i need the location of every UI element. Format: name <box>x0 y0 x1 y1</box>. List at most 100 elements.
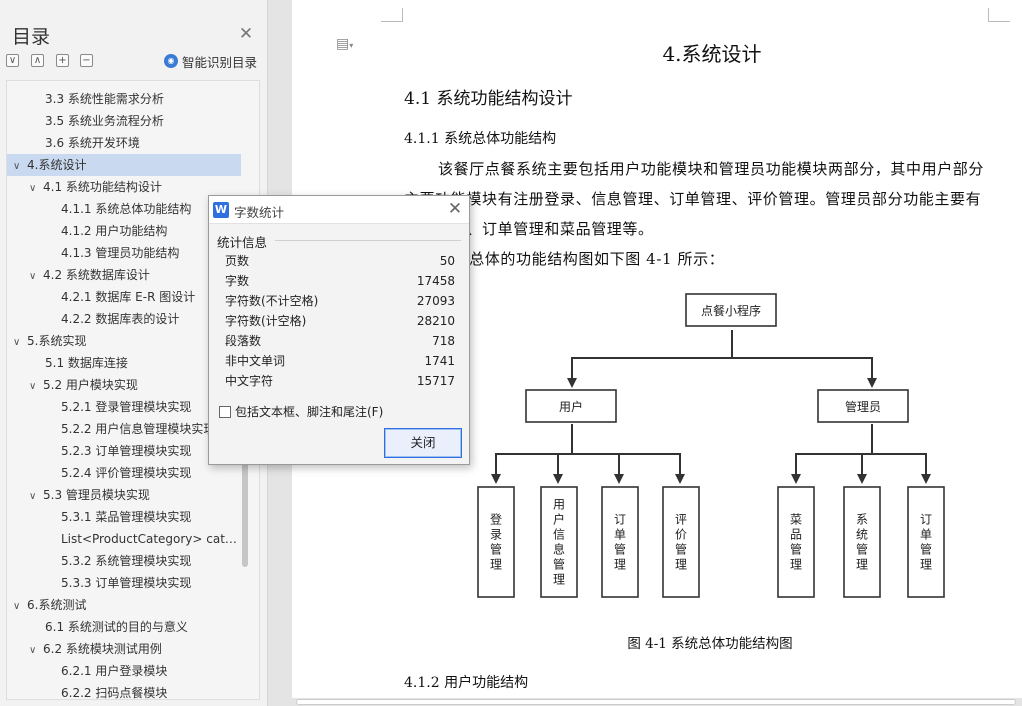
toc-item-label: 3.3 系统性能需求分析 <box>45 92 164 106</box>
diagram-leaf-node: 系统管理 <box>856 513 868 572</box>
toc-item-label: 6.1 系统测试的目的与意义 <box>45 620 188 634</box>
smart-toc-icon: ◉ <box>164 54 178 68</box>
stat-value: 15717 <box>416 374 455 388</box>
toc-title: 目录 <box>12 26 51 48</box>
toc-scrollbar[interactable] <box>242 462 248 567</box>
toc-item-label: 5.2 用户模块实现 <box>43 378 138 392</box>
toc-item[interactable]: ∨ 4.1 系统功能结构设计 <box>7 176 239 198</box>
heading-function-structure: 4.1 系统功能结构设计 <box>404 89 573 109</box>
toc-item-label: 5.系统实现 <box>27 334 87 348</box>
diagram-admin-node: 管理员 <box>845 399 881 414</box>
page-corner-right <box>988 8 1010 22</box>
toc-item-label: 4.2.1 数据库 E-R 图设计 <box>61 290 196 304</box>
toc-expand-icon[interactable]: ∨ <box>13 161 21 172</box>
stat-value: 28210 <box>416 314 455 328</box>
toc-item[interactable]: 6.1 系统测试的目的与意义 <box>7 616 239 638</box>
toc-item[interactable]: 4.1.3 管理员功能结构 <box>7 242 239 264</box>
paragraph-overview: 该餐厅点餐系统主要包括用户功能模块和管理员功能模块两部分，其中用户部分主要功能模… <box>404 160 985 238</box>
diagram-user-node: 用户 <box>559 399 583 414</box>
close-button[interactable]: 关闭 <box>384 428 462 458</box>
toc-item[interactable]: 4.1.1 系统总体功能结构 <box>7 198 239 220</box>
toc-item[interactable]: 4.2.1 数据库 E-R 图设计 <box>7 286 239 308</box>
remove-heading-icon[interactable]: − <box>80 54 93 67</box>
smart-toc-button[interactable]: ◉ 智能识别目录 <box>164 53 258 70</box>
toc-item-label: 5.3.3 订单管理模块实现 <box>61 576 192 590</box>
toc-expand-icon[interactable]: ∨ <box>29 381 37 392</box>
toc-expand-icon[interactable]: ∨ <box>13 337 21 348</box>
include-textbox-checkbox[interactable]: 包括文本框、脚注和尾注(F) <box>219 403 383 420</box>
wps-writer-icon: W <box>213 202 229 218</box>
toc-item[interactable]: 5.2.2 用户信息管理模块实现 <box>7 418 239 440</box>
diagram-leaf-node: 菜品管理 <box>790 513 802 572</box>
toc-item[interactable]: ∨6.系统测试 <box>7 594 239 616</box>
toc-item[interactable]: 4.1.2 用户功能结构 <box>7 220 239 242</box>
toc-close-icon[interactable]: ✕ <box>238 24 254 44</box>
toc-item[interactable]: ∨ 6.2 系统模块测试用例 <box>7 638 239 660</box>
toc-item[interactable]: List<ProductCategory> cat… <box>7 528 239 550</box>
toc-item[interactable]: ∨ 5.2 用户模块实现 <box>7 374 239 396</box>
toc-item[interactable]: 5.1 数据库连接 <box>7 352 239 374</box>
expand-up-icon[interactable]: ∧ <box>31 54 44 67</box>
toc-expand-icon[interactable]: ∨ <box>29 271 37 282</box>
toc-expand-icon[interactable]: ∨ <box>29 491 37 502</box>
dialog-close-icon[interactable]: ✕ <box>447 199 463 219</box>
stat-label: 字符数(不计空格) <box>225 294 319 308</box>
stat-value: 50 <box>439 254 455 268</box>
toc-item-label: 6.2 系统模块测试用例 <box>43 642 162 656</box>
stat-value: 718 <box>432 334 455 348</box>
stat-label: 非中文单词 <box>225 354 286 368</box>
collapse-all-icon[interactable]: ∨ <box>6 54 19 67</box>
stats-group-label: 统计信息 <box>217 235 268 250</box>
toc-item[interactable]: 4.2.2 数据库表的设计 <box>7 308 239 330</box>
toc-item-label: 5.2.1 登录管理模块实现 <box>61 400 192 414</box>
add-heading-icon[interactable]: + <box>56 54 69 67</box>
checkbox-label: 包括文本框、脚注和尾注(F) <box>235 405 384 419</box>
toc-item[interactable]: 3.3 系统性能需求分析 <box>7 88 239 110</box>
toc-item-label: 5.1 数据库连接 <box>45 356 128 370</box>
stat-label: 字符数(计空格) <box>225 314 307 328</box>
toc-item-label: 5.3.1 菜品管理模块实现 <box>61 510 192 524</box>
toc-item[interactable]: 5.2.4 评价管理模块实现 <box>7 462 239 484</box>
toc-item-label: 3.5 系统业务流程分析 <box>45 114 164 128</box>
toc-item-label: List<ProductCategory> cat… <box>61 532 237 546</box>
stat-row: 字符数(计空格) 28210 <box>225 311 455 331</box>
smart-toc-label: 智能识别目录 <box>182 54 258 70</box>
toc-item-label: 5.2.3 订单管理模块实现 <box>61 444 192 458</box>
toc-item-label: 4.1 系统功能结构设计 <box>43 180 162 194</box>
diagram-leaf-node: 用户信息管理 <box>553 498 565 587</box>
toc-item[interactable]: 5.3.2 系统管理模块实现 <box>7 550 239 572</box>
toc-item[interactable]: ∨ 5.系统实现 <box>7 330 239 352</box>
toc-item[interactable]: 5.3.1 菜品管理模块实现 <box>7 506 239 528</box>
figure-caption: 图 4-1 系统总体功能结构图 <box>627 636 793 652</box>
checkbox-icon[interactable] <box>219 405 231 418</box>
toc-item[interactable]: ∨ 5.3 管理员模块实现 <box>7 484 239 506</box>
toc-item[interactable]: ∨ 4.系统设计 <box>7 154 241 176</box>
toc-item[interactable]: 3.5 系统业务流程分析 <box>7 110 239 132</box>
horizontal-scrollbar-thumb[interactable] <box>296 699 1016 705</box>
toc-expand-icon[interactable]: ∨ <box>13 601 21 612</box>
toc-item[interactable]: 5.3.3 订单管理模块实现 <box>7 572 239 594</box>
toc-item-label: 5.2.4 评价管理模块实现 <box>61 466 192 480</box>
page-corner-left <box>381 8 403 22</box>
toc-expand-icon[interactable]: ∨ <box>29 645 37 656</box>
toc-item[interactable]: ∨4.2 系统数据库设计 <box>7 264 239 286</box>
toc-item-label: 4.1.1 系统总体功能结构 <box>61 202 192 216</box>
document-menu-icon[interactable]: ▤▾ <box>336 36 354 52</box>
toc-expand-icon[interactable]: ∨ <box>29 183 37 194</box>
toc-item[interactable]: 6.2.2 扫码点餐模块 <box>7 682 239 700</box>
dialog-titlebar[interactable] <box>209 196 469 224</box>
diagram-leaf-node: 订单管理 <box>920 513 932 572</box>
toc-item-label: 4.系统设计 <box>27 158 87 172</box>
toc-item[interactable]: 5.2.3 订单管理模块实现 <box>7 440 239 462</box>
function-structure-diagram: 点餐小程序 用户 管理员 登录管理用户信息管理订单管理评价管理菜品管理系统管理订… <box>477 293 945 598</box>
toc-item[interactable]: 3.6 系统开发环境 <box>7 132 239 154</box>
toc-item[interactable]: 5.2.1 登录管理模块实现 <box>7 396 239 418</box>
toc-item-label: 5.3 管理员模块实现 <box>43 488 150 502</box>
toc-item[interactable]: 6.2.1 用户登录模块 <box>7 660 239 682</box>
stat-value: 17458 <box>416 274 455 288</box>
toc-item-label: 4.1.3 管理员功能结构 <box>61 246 180 260</box>
toc-item-label: 6.2.2 扫码点餐模块 <box>61 686 168 700</box>
toc-item-label: 4.1.2 用户功能结构 <box>61 224 168 238</box>
